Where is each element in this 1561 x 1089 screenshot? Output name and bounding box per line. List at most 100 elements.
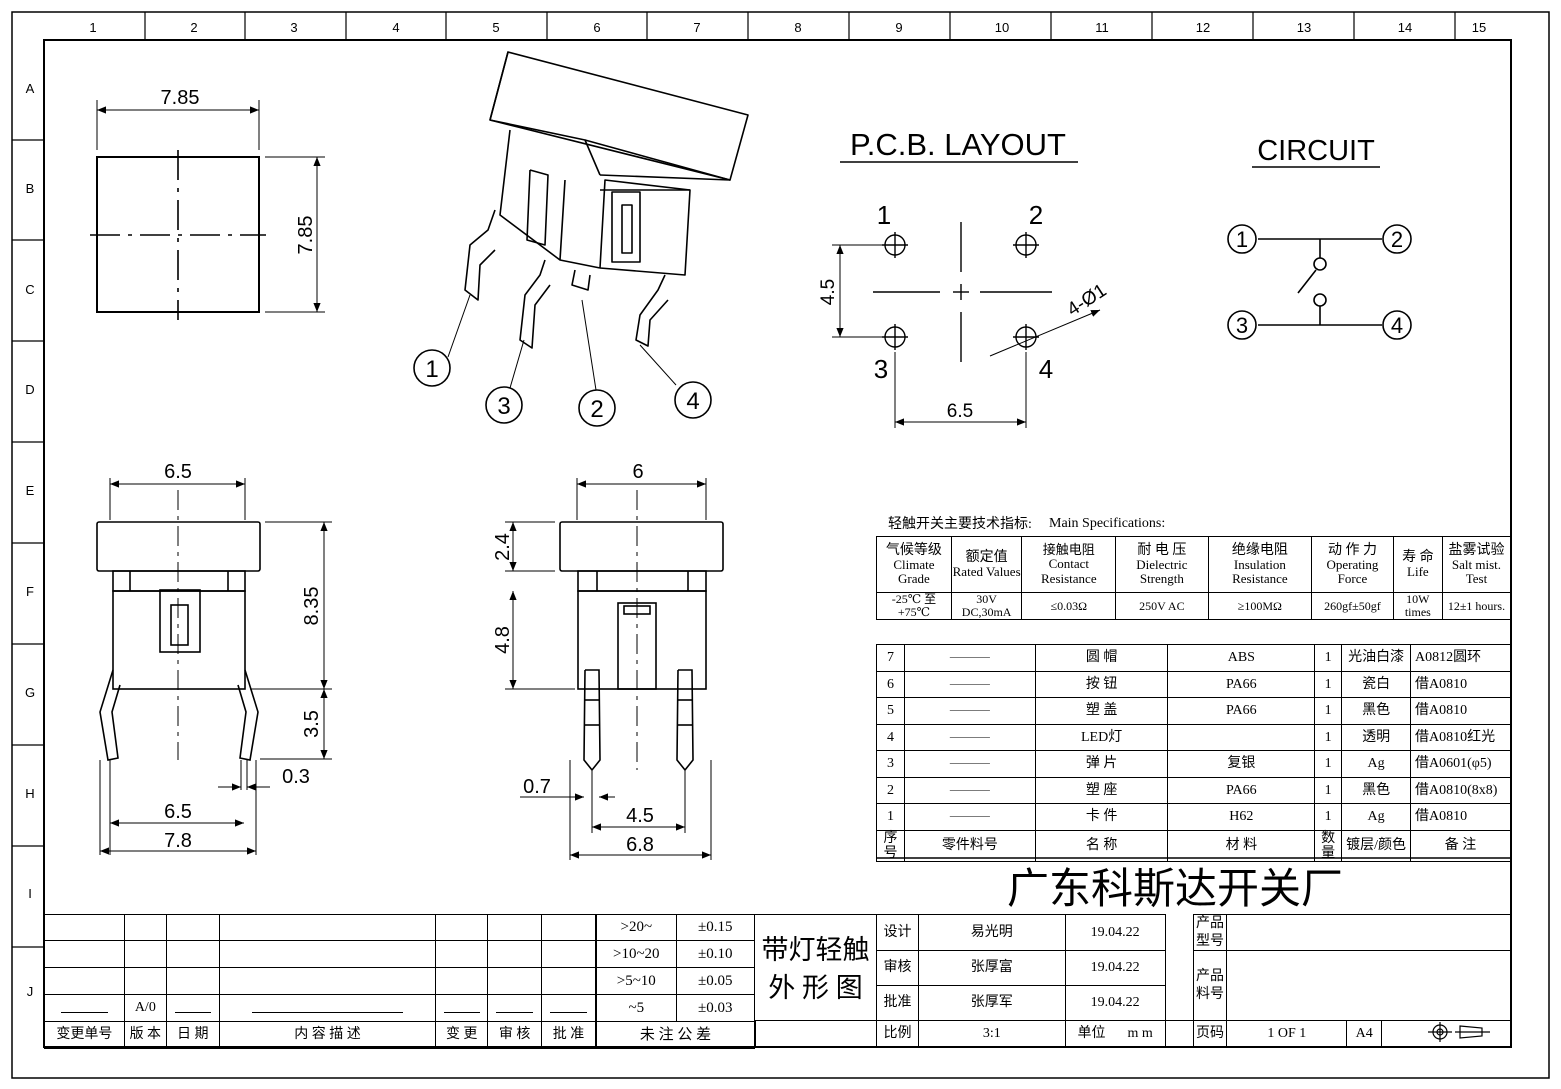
- grid-row-label: G: [25, 685, 35, 700]
- check-date: 19.04.22: [1064, 950, 1166, 986]
- side-pin-spacing: 4.5: [626, 805, 654, 827]
- rev-date-blank: [165, 994, 220, 1022]
- tol-value: ±0.05: [675, 967, 756, 995]
- outer-frame: [11, 11, 1550, 1079]
- rev-header: 内 容 描 述: [218, 1021, 437, 1049]
- grid-row-label: E: [26, 483, 35, 498]
- bom-cell-name: LED灯: [1034, 723, 1169, 751]
- bom-cell-material: H62: [1167, 803, 1316, 831]
- tol-value: ±0.15: [675, 914, 756, 941]
- iso-leaders: [447, 294, 677, 391]
- bom-cell-material: PA66: [1167, 670, 1316, 698]
- circuit-pin-3: 3: [1236, 313, 1248, 338]
- bom-cell-note: 借A0810(8x8): [1410, 776, 1511, 804]
- bom-cell-no: 7: [876, 644, 905, 672]
- spec-value: 250V AC: [1115, 591, 1209, 621]
- drawing-title-line-2: 外 形 图: [768, 973, 863, 1003]
- bom-header-cell: 数量: [1314, 829, 1343, 863]
- circuit-diagram: [1227, 224, 1412, 340]
- bom-cell-part: ————: [903, 723, 1036, 751]
- tol-label: 未 注 公 差: [596, 1021, 755, 1049]
- bom-cell-name: 塑 盖: [1034, 697, 1169, 725]
- side-pin-width: 0.7: [523, 776, 551, 798]
- size-value: A4: [1346, 1020, 1383, 1047]
- page-label: 页码: [1192, 1020, 1228, 1047]
- bom-cell-qty: 1: [1314, 750, 1343, 778]
- pcb-layout-drawing: [832, 222, 1101, 428]
- pcb-hole-label: 4-Ø1: [1064, 280, 1111, 321]
- front-total-width: 7.8: [164, 830, 192, 852]
- front-pin-spacing: 6.5: [164, 801, 192, 823]
- grid-col-label: 3: [290, 20, 297, 35]
- bom-cell-material: 复银: [1167, 750, 1316, 778]
- tol-range: >5~10: [596, 967, 677, 995]
- rev-cell: [123, 914, 167, 941]
- rev-blank: [487, 994, 543, 1022]
- bom-cell-name: 卡 件: [1034, 803, 1169, 831]
- iso-pin-1: 1: [425, 356, 438, 383]
- drawing-title-line-1: 带灯轻触: [761, 935, 870, 965]
- pcb-dim-vertical: 4.5: [818, 279, 839, 305]
- rev-cell: [487, 940, 543, 968]
- grid-col-label: 14: [1398, 20, 1412, 35]
- grid-col-label: 6: [593, 20, 600, 35]
- bom-cell-name: 塑 座: [1034, 776, 1169, 804]
- bom-cell-material: ABS: [1167, 644, 1316, 672]
- bom-cell-no: 4: [876, 723, 905, 751]
- spacer: [1164, 1020, 1194, 1047]
- grid-row-label: F: [26, 584, 34, 599]
- grid-col-label: 9: [895, 20, 902, 35]
- tol-range: >10~20: [596, 940, 677, 968]
- circuit-pin-1: 1: [1236, 227, 1248, 252]
- bom-cell-note: 借A0810: [1410, 803, 1511, 831]
- rev-cell: [123, 940, 167, 968]
- product-code-label: 产品料号: [1192, 950, 1228, 1021]
- bom-header-cell: 备 注: [1410, 829, 1511, 863]
- rev-header: 批 准: [541, 1021, 596, 1049]
- bom-header-cell: 零件料号: [903, 829, 1036, 863]
- rev-cell: [165, 940, 220, 968]
- approve-label: 批准: [876, 985, 919, 1021]
- bom-cell-note: 借A0601(φ5): [1410, 750, 1511, 778]
- check-name: 张厚富: [917, 950, 1066, 986]
- grid-row-label: A: [26, 81, 35, 96]
- drawing-title-box: 带灯轻触 外 形 图: [755, 914, 876, 1021]
- bom-cell-part: ————: [903, 750, 1036, 778]
- rev-cell: [541, 967, 596, 995]
- iso-pin-2: 2: [590, 396, 603, 423]
- pcb-pin-4: 4: [1039, 354, 1053, 384]
- spec-value: 260gf±50gf: [1311, 591, 1394, 621]
- bom-cell-name: 弹 片: [1034, 750, 1169, 778]
- page-value: 1 OF 1: [1226, 1020, 1348, 1047]
- rev-header: 日 期: [165, 1021, 220, 1049]
- tol-range: ~5: [596, 994, 677, 1022]
- rev-cell: [165, 914, 220, 941]
- grid-col-label: 10: [995, 20, 1009, 35]
- top-view: [90, 100, 325, 320]
- rev-cell: [218, 940, 437, 968]
- bom-cell-finish: 光油白漆: [1341, 644, 1412, 672]
- pcb-dim-horizontal: 6.5: [947, 401, 973, 422]
- bom-header-cell: 名 称: [1034, 829, 1169, 863]
- bom-cell-part: ————: [903, 644, 1036, 672]
- bom-cell-qty: 1: [1314, 723, 1343, 751]
- rev-cell: [44, 967, 125, 995]
- spec-value: 12±1 hours.: [1441, 591, 1512, 621]
- rev-cell: [218, 914, 437, 941]
- drawing-title-bottom: [755, 1020, 876, 1047]
- side-view: [505, 478, 724, 860]
- grid-row-label: B: [26, 181, 35, 196]
- rev-blank: [435, 994, 489, 1022]
- rev-cell: [487, 967, 543, 995]
- grid-row-label: J: [27, 984, 34, 999]
- revision-table: A/0 变更单号 版 本 日 期 内 容 描 述 变 更 审 核 批 准: [44, 914, 596, 1049]
- rev-change-no-blank: [44, 994, 125, 1022]
- grid-row-label: I: [28, 886, 32, 901]
